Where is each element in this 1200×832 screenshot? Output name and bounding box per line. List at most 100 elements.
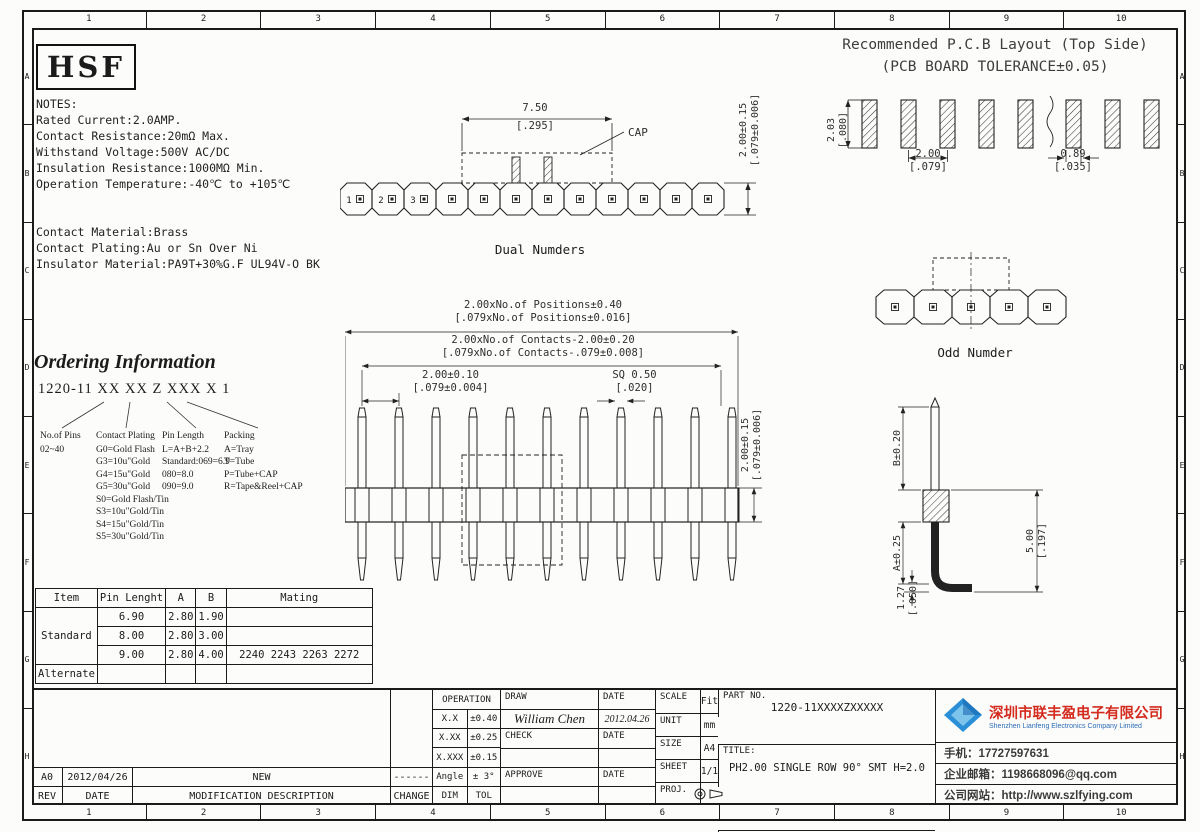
draw-label: DRAW (500, 690, 598, 709)
dim-750-inch: [.295] (516, 120, 554, 132)
cell (225, 664, 373, 684)
dual-row-drawing: CAP 1 2 3 (340, 116, 756, 216)
ruler-letter: G (22, 612, 32, 709)
unit-label: UNIT (655, 713, 700, 736)
note-line (36, 208, 348, 224)
ruler-number: 9 (950, 10, 1065, 28)
ruler-number: 7 (720, 805, 835, 821)
length-option: L=A+B+2.2 (162, 444, 209, 455)
table-row: Alternate (35, 664, 373, 684)
ruler-number: 1 (32, 805, 147, 821)
dim-pad-pitch: 2.00[.079] (909, 148, 947, 173)
tol-value: ± 3° (466, 767, 501, 786)
pin-number-2: 2 (378, 196, 383, 206)
note-line: Contact Material:Brass (36, 225, 189, 239)
pcb-dimension-lines (845, 99, 1099, 162)
ruler-letter: H (24, 752, 30, 762)
tol-dim: DIM (441, 790, 458, 801)
company-phone: 手机：17727597631 (935, 742, 1178, 763)
title-block: A0 2012/04/26 NEW REV DATE MODIFICATION … (32, 688, 1178, 832)
approve-date-value (598, 786, 655, 805)
cell: 2240 2243 2263 2272 (225, 645, 373, 665)
packing-option: P=Tube+CAP (224, 469, 278, 480)
packing-option: T=Tube (224, 457, 255, 467)
ruler-letter: D (1178, 320, 1186, 417)
company-email: 企业邮箱：1198668096@qq.com (935, 763, 1178, 784)
dim-5: 5.00[.197] (1025, 522, 1048, 560)
plating-option: G0=Gold Flash (96, 444, 155, 455)
tolerance-row: Angle ± 3° (432, 766, 501, 786)
plating-option: S4=15u"Gold/Tin (96, 519, 165, 530)
notes-block: NOTES:Rated Current:2.0AMP.Contact Resis… (36, 96, 348, 272)
ruler-number: 9 (950, 805, 1065, 821)
front-dashed-box (461, 454, 563, 566)
tolerance-row: DIM TOL (432, 785, 501, 806)
proj-label: PROJ. (655, 782, 700, 805)
cell: 4.00 (195, 645, 227, 665)
dim-dual-height: 2.00±0.15[.079±0.006] (738, 93, 761, 167)
cell (165, 664, 197, 684)
size-value: A4 (700, 736, 718, 759)
ruler-number: 10 (1115, 14, 1127, 24)
dim-127: 1.27[.050] (896, 579, 919, 617)
ruler-number: 1 (32, 10, 147, 28)
col-mating: Mating (225, 588, 373, 608)
check-value (500, 748, 598, 767)
ruler-letter: F (22, 514, 32, 612)
cell: 2.80 (165, 607, 197, 627)
approve-value (500, 786, 598, 805)
approve-label: APPROVE (500, 767, 598, 786)
tol-dim: X.X (441, 714, 458, 725)
ruler-letter: E (1178, 417, 1186, 515)
note-line: Contact Plating:Au or Sn Over Ni (36, 241, 258, 255)
check-label: CHECK (500, 728, 598, 748)
ordering-code: 1220-11 XX XX Z XXX X 1 (38, 381, 231, 397)
note-line: Insulator Material:PA9T+30%G.F UL94V-O B… (36, 257, 320, 271)
side-dimension-lines (898, 406, 1043, 606)
ruler-letter: A (22, 28, 32, 126)
spec-table: Item Pin Lenght A B Mating Standard 6.90… (35, 588, 373, 684)
scale-label: SCALE (655, 690, 700, 713)
odd-caption: Odd Numder (937, 345, 1013, 360)
dim-pad-height: 2.03[.080] (826, 111, 849, 149)
tolerance-row: X.XX ±0.25 (432, 728, 500, 748)
rev-label: REV (32, 786, 62, 805)
company-logo-icon (944, 698, 982, 732)
modification-value: NEW (132, 767, 390, 786)
col-item: Item (35, 588, 98, 608)
front-view-drawing (345, 329, 762, 581)
cell (96, 664, 167, 684)
operation-label: OPERATION (432, 690, 500, 709)
draw-date-value: 2012.04.26 (598, 709, 655, 728)
odd-cap-outline (932, 257, 1010, 291)
ruler-number: 4 (376, 805, 491, 821)
note-line: Insulation Resistance:1000MΩ Min. (36, 161, 265, 175)
change-empty (390, 690, 432, 767)
note-line: NOTES: (36, 97, 78, 111)
pin-in-cap (543, 156, 553, 184)
packing-option: R=Tape&Reel+CAP (224, 482, 303, 492)
alternate-cell: Alternate (35, 664, 98, 684)
dim-b: B±0.20 (892, 429, 903, 467)
change-value: ------ (390, 767, 432, 786)
tol-value: TOL (466, 786, 501, 806)
projection-symbol-icon (694, 788, 722, 800)
spec-header-row: Item Pin Lenght A B Mating (35, 588, 373, 608)
pin-number-1: 1 (346, 196, 351, 206)
sheet-label: SHEET (655, 759, 700, 782)
cell (195, 664, 227, 684)
packing-option: A=Tray (224, 444, 254, 455)
note-line: Contact Resistance:20mΩ Max. (36, 129, 230, 143)
dual-strip: 1 2 3 (340, 182, 725, 216)
dim-750: 7.50 (522, 102, 548, 114)
change-label: CHANGE (390, 786, 432, 805)
ruler-letter: C (1178, 223, 1186, 320)
revision-empty-area (32, 690, 390, 767)
col-a: A (165, 588, 197, 608)
pins-title: No.of Pins (40, 431, 81, 441)
